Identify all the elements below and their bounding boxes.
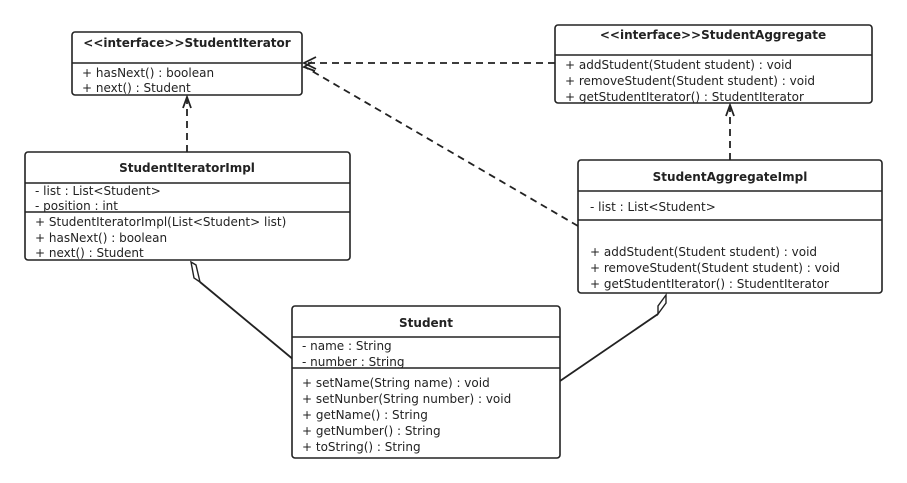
attribute: - list : List<Student> bbox=[35, 184, 161, 198]
class-student[interactable]: Student - name : String - number : Strin… bbox=[291, 305, 561, 459]
method: + setName(String name) : void bbox=[302, 376, 490, 390]
class-title: StudentIteratorImpl bbox=[119, 161, 255, 175]
method: + addStudent(Student student) : void bbox=[565, 58, 792, 72]
attribute: - number : String bbox=[302, 355, 404, 369]
method: + getStudentIterator() : StudentIterator bbox=[590, 277, 829, 291]
method: + removeStudent(Student student) : void bbox=[590, 261, 840, 275]
method: + StudentIteratorImpl(List<Student> list… bbox=[35, 215, 286, 229]
method: + next() : Student bbox=[82, 81, 191, 95]
method: + hasNext() : boolean bbox=[82, 66, 214, 80]
relation-dependency-aggregate-iterator bbox=[301, 56, 555, 70]
method: + getStudentIterator() : StudentIterator bbox=[565, 90, 804, 104]
relation-aggregation-aggregateimpl-student bbox=[559, 292, 667, 382]
attribute: - list : List<Student> bbox=[590, 200, 716, 214]
class-title: <<interface>>StudentIterator bbox=[83, 36, 291, 50]
method: + getNumber() : String bbox=[302, 424, 441, 438]
method: + hasNext() : boolean bbox=[35, 231, 167, 245]
relation-dependency-aggregateimpl-iterator bbox=[301, 61, 579, 227]
method: + getName() : String bbox=[302, 408, 428, 422]
attribute: - name : String bbox=[302, 339, 392, 353]
method: + next() : Student bbox=[35, 246, 144, 260]
method: + setNunber(String number) : void bbox=[302, 392, 511, 406]
relation-realization-aggregateimpl bbox=[725, 102, 735, 160]
class-title: Student bbox=[399, 316, 453, 330]
method: + toString() : String bbox=[302, 440, 421, 454]
class-student-aggregate[interactable]: <<interface>>StudentAggregate + addStude… bbox=[554, 24, 873, 104]
class-student-iterator-impl[interactable]: StudentIteratorImpl - list : List<Studen… bbox=[24, 151, 351, 261]
method: + removeStudent(Student student) : void bbox=[565, 74, 815, 88]
class-title: <<interface>>StudentAggregate bbox=[600, 28, 826, 42]
relation-realization-iteratorimpl bbox=[182, 94, 192, 152]
attribute: - position : int bbox=[35, 199, 118, 213]
class-student-iterator[interactable]: <<interface>>StudentIterator + hasNext()… bbox=[71, 31, 303, 96]
class-student-aggregate-impl[interactable]: StudentAggregateImpl - list : List<Stude… bbox=[577, 159, 883, 294]
class-title: StudentAggregateImpl bbox=[653, 170, 808, 184]
method: + addStudent(Student student) : void bbox=[590, 245, 817, 259]
